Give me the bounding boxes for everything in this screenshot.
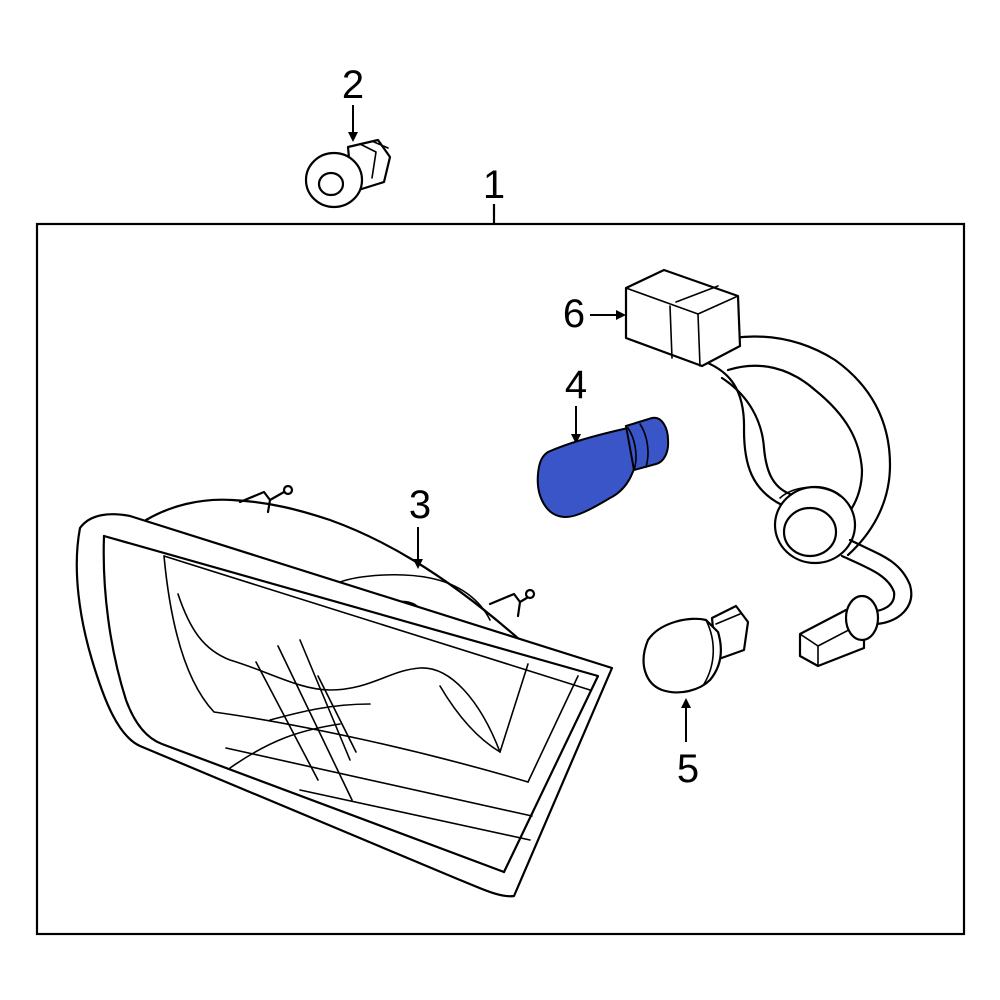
- callout-3: 3: [409, 483, 431, 527]
- callout-1: 1: [483, 163, 505, 207]
- assembly-frame: [35, 222, 966, 936]
- grommet-clip-part: [304, 138, 392, 209]
- small-bulb-part: [642, 604, 750, 694]
- bulb-highlighted-part: [536, 416, 670, 519]
- lamp-housing-part: [75, 484, 614, 898]
- socket-wire-harness-part: [624, 268, 913, 668]
- callout-5: 5: [677, 747, 699, 791]
- bulb-glass: [536, 426, 638, 519]
- callout-4: 4: [565, 363, 587, 407]
- callout-2: 2: [342, 63, 364, 107]
- callout-6: 6: [563, 292, 585, 336]
